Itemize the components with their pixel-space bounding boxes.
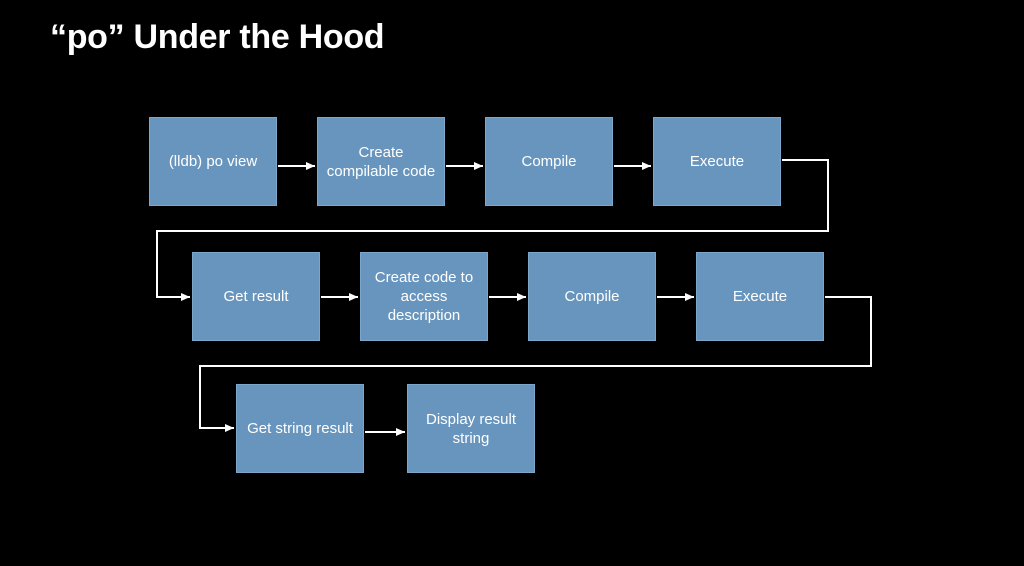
flow-step-compile-1: Compile [485,117,613,206]
flow-step-create-compilable-code: Create compilable code [317,117,445,206]
flow-step-get-string-result: Get string result [236,384,364,473]
flow-step-execute-1: Execute [653,117,781,206]
slide-title: “po” Under the Hood [50,18,385,56]
flow-step-get-result: Get result [192,252,320,341]
flow-step-create-code-to-access-description: Create code to access description [360,252,488,341]
edge-s4-s5 [156,159,829,301]
flow-step-display-result-string: Display result string [407,384,535,473]
flow-step-execute-2: Execute [696,252,824,341]
flow-step-compile-2: Compile [528,252,656,341]
edge-s8-s9 [199,296,872,432]
flow-step-lldb-po-view: (lldb) po view [149,117,277,206]
